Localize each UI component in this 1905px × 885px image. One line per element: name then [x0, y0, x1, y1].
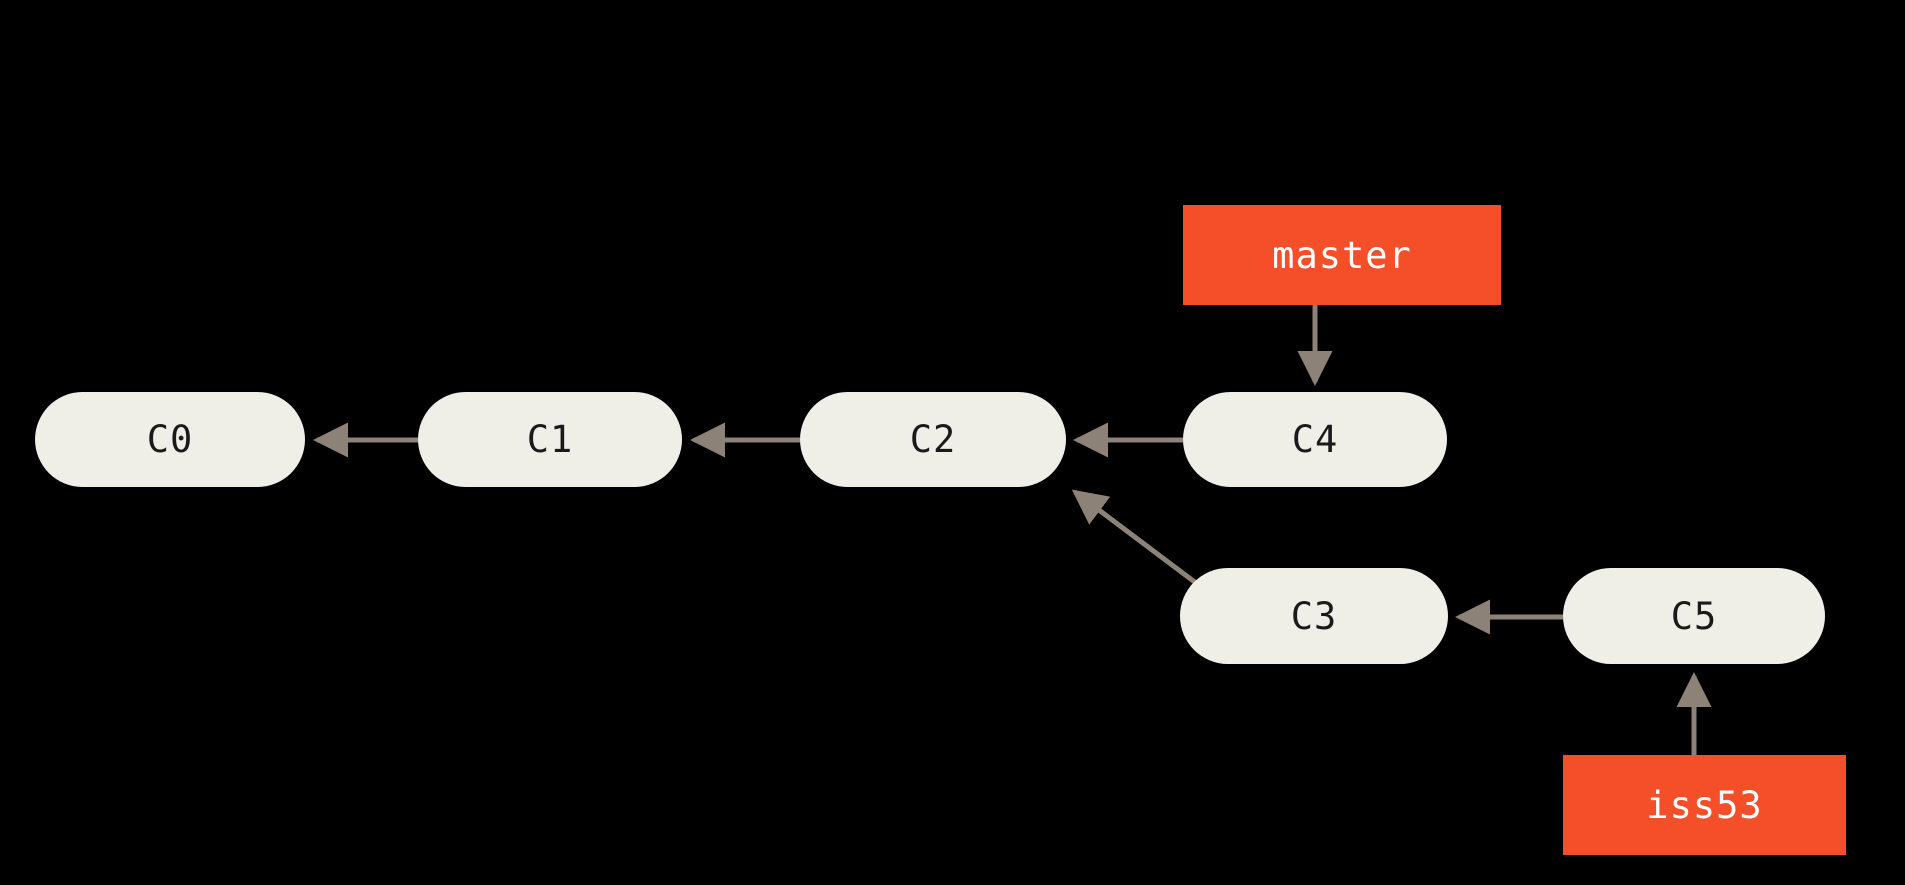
- commit-node-c2[interactable]: C2: [800, 392, 1066, 487]
- branch-label-text: iss53: [1646, 783, 1763, 827]
- commit-label: C0: [146, 418, 194, 461]
- branch-label-master[interactable]: master: [1183, 205, 1501, 305]
- edge-c3-to-c2: [1071, 489, 1198, 585]
- commit-label: C5: [1670, 594, 1718, 638]
- branch-label-iss53[interactable]: iss53: [1563, 755, 1846, 855]
- commit-node-c1[interactable]: C1: [418, 392, 682, 487]
- commit-label: C4: [1291, 418, 1339, 461]
- commit-node-c4[interactable]: C4: [1183, 392, 1447, 487]
- commit-label: C1: [526, 418, 574, 461]
- commit-node-c5[interactable]: C5: [1563, 568, 1825, 664]
- commit-label: C2: [909, 418, 957, 461]
- commit-node-c0[interactable]: C0: [35, 392, 305, 487]
- commit-label: C3: [1290, 594, 1338, 638]
- commit-node-c3[interactable]: C3: [1180, 568, 1448, 664]
- branch-label-text: master: [1272, 233, 1412, 277]
